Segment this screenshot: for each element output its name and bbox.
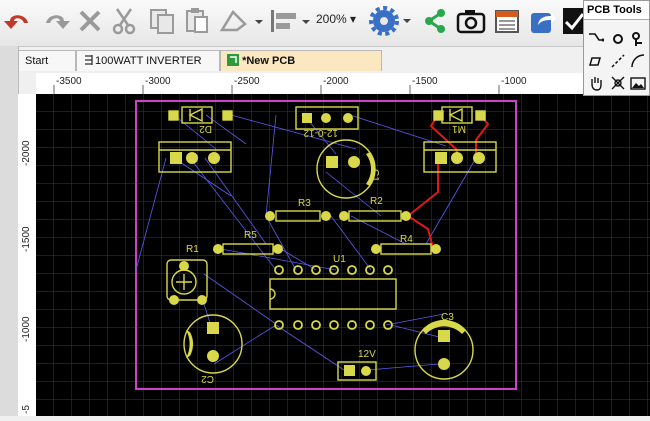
ruler-top: -3500 -3000 -2500 -2000 -1500 -1000 (36, 73, 650, 95)
label-12-0-12: 12-0-12 (303, 127, 338, 138)
ruler-left-tick: -2000 (21, 140, 32, 166)
ruler-left-tick: -1000 (21, 316, 32, 342)
measure-icon[interactable] (608, 73, 628, 93)
document-tabs: Start 100WATT INVERTER *New PCB (18, 50, 586, 72)
ruler-top-tick: -1500 (412, 76, 438, 87)
redo-icon[interactable] (38, 4, 72, 38)
line-icon[interactable] (608, 51, 628, 71)
main-toolbar: 200% ▾ (0, 0, 650, 47)
label-u1: U1 (333, 254, 346, 265)
route-trace-icon[interactable] (586, 29, 606, 49)
board-outline (135, 100, 517, 390)
label-r1: R1 (186, 244, 199, 255)
ruler-top-tick: -1000 (501, 76, 527, 87)
settings-gear-icon[interactable] (368, 4, 412, 38)
schematic-icon (85, 55, 93, 65)
label-r5: R5 (244, 230, 257, 241)
cut-icon[interactable] (108, 4, 140, 38)
left-panel-strip (0, 46, 19, 416)
zoom-level[interactable]: 200% ▾ (316, 12, 357, 26)
share-icon[interactable] (420, 4, 450, 38)
components (158, 106, 497, 381)
pcb-tools-panel: PCB Tools (583, 0, 650, 96)
undo-icon[interactable] (2, 4, 36, 38)
polygon-icon[interactable] (586, 51, 606, 71)
polarity-marks (186, 152, 466, 358)
ruler-top-tick: -2000 (323, 76, 349, 87)
label-m1: M1 (452, 123, 466, 134)
label-d2: D2 (199, 123, 212, 134)
calendar-icon[interactable] (492, 4, 522, 38)
align-icon[interactable] (268, 4, 312, 38)
export-icon[interactable] (526, 4, 560, 38)
image-icon[interactable] (628, 73, 648, 93)
tab-100watt-inverter[interactable]: 100WATT INVERTER (76, 50, 220, 71)
pcb-canvas[interactable]: D2 M1 12-0-12 C1 R3 R2 R5 R4 R1 U1 C3 12… (36, 94, 650, 416)
copy-icon[interactable] (145, 4, 179, 38)
tab-new-pcb[interactable]: *New PCB (220, 50, 382, 71)
label-c3: C3 (441, 312, 454, 323)
arc-icon[interactable] (628, 51, 648, 71)
ruler-left: -2000 -1500 -1000 -5 (18, 94, 37, 416)
paste-icon[interactable] (180, 4, 214, 38)
pcb-icon (227, 54, 239, 66)
tab-100watt-inverter-label: 100WATT INVERTER (95, 55, 202, 67)
tab-start-label: Start (25, 55, 49, 67)
pad-icon[interactable] (628, 29, 648, 49)
label-12v: 12V (358, 349, 376, 360)
check-icon[interactable] (562, 4, 584, 38)
ruler-top-tick: -3000 (145, 76, 171, 87)
pcb-tools-title: PCB Tools (584, 1, 649, 20)
zoom-value: 200% (316, 12, 347, 26)
via-icon[interactable] (608, 29, 628, 49)
tab-new-pcb-label: *New PCB (242, 55, 296, 67)
ruler-left-tick: -5 (21, 405, 32, 414)
pan-hand-icon[interactable] (586, 73, 606, 93)
ruler-top-tick: -2500 (234, 76, 260, 87)
label-r2: R2 (370, 196, 383, 207)
camera-icon[interactable] (454, 4, 488, 38)
ruler-top-tick: -3500 (56, 76, 82, 87)
draw-tool-icon[interactable] (218, 4, 264, 38)
delete-icon[interactable] (74, 4, 106, 38)
label-r3: R3 (298, 198, 311, 209)
label-c2: C2 (201, 373, 214, 384)
pads (169, 113, 485, 376)
label-r4: R4 (400, 234, 413, 245)
ruler-left-tick: -1500 (21, 226, 32, 252)
u1-pins (274, 265, 393, 330)
tab-start[interactable]: Start (18, 50, 76, 71)
